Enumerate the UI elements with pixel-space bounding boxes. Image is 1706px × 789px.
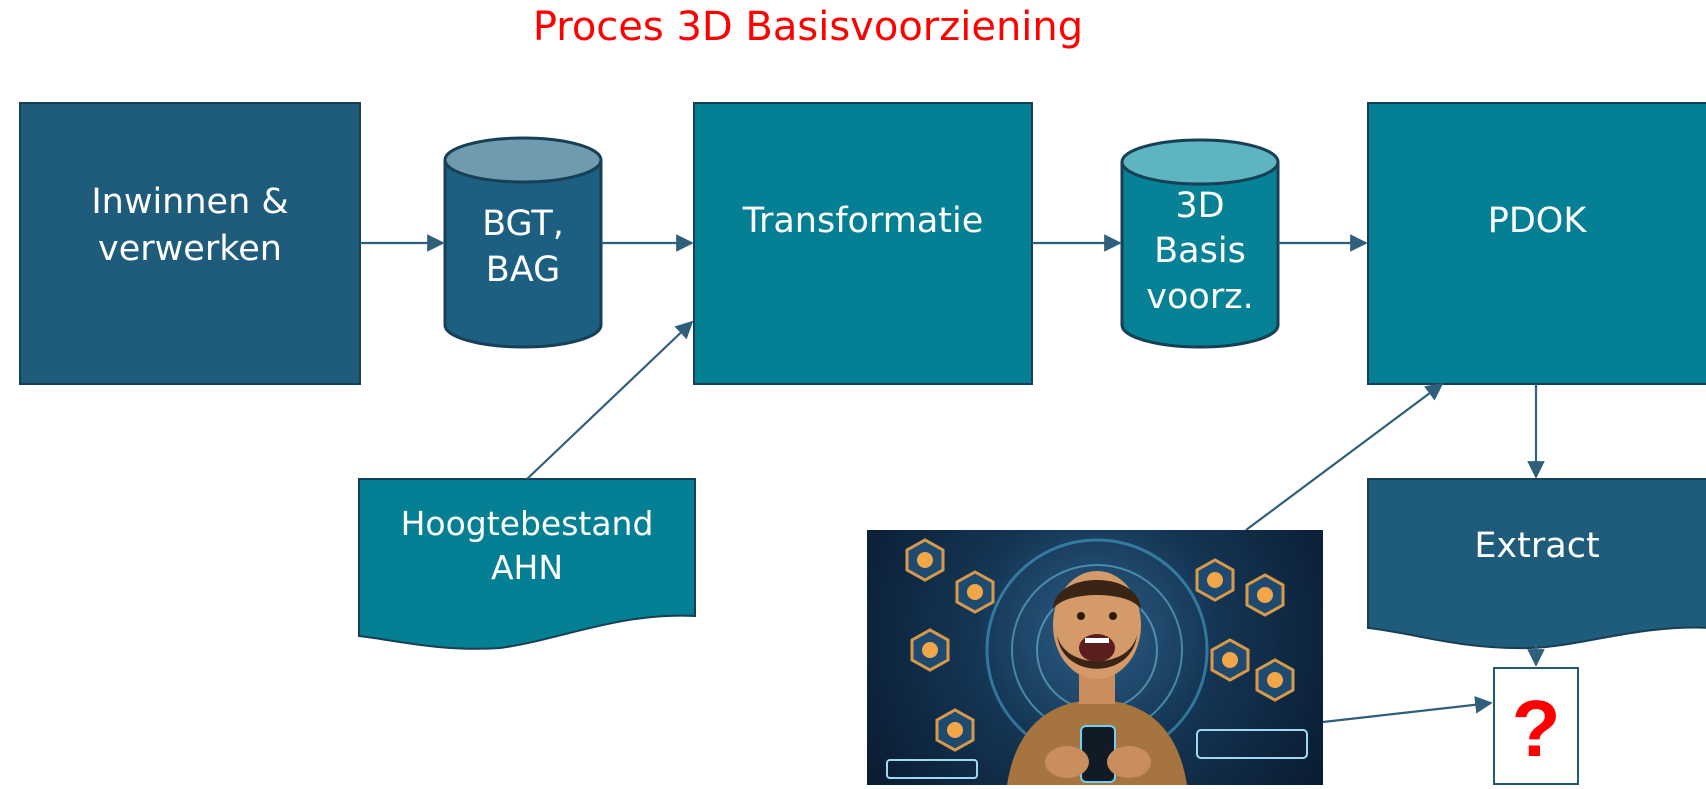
pdok-label: PDOK (1487, 201, 1587, 242)
transformatie-label: Transformatie (742, 201, 984, 242)
page-title: Proces 3D Basisvoorziening (532, 4, 1084, 50)
arrow-user-question (1322, 696, 1493, 724)
arrow-ahn-transformatie (526, 320, 694, 480)
pdok-box (1367, 102, 1706, 385)
basisvoorz-cylinder (1120, 138, 1280, 349)
bgt-bag-label: BGT, BAG (482, 203, 564, 290)
hoogtebestand-document (358, 478, 696, 650)
person-with-smartphone-illustration (867, 530, 1323, 785)
transformatie-box (693, 102, 1033, 385)
inwinnen-label: Inwinnen & verwerken (91, 182, 289, 269)
extract-document (1367, 478, 1706, 650)
extract-label: Extract (1474, 526, 1600, 567)
hoogtebestand-label: Hoogtebestand AHN (400, 504, 654, 587)
inwinnen-box (19, 102, 361, 385)
basisvoorz-label: 3D Basis voorz. (1146, 185, 1254, 317)
arrow-user-pdok (1245, 382, 1444, 531)
question-box: ? (1493, 667, 1579, 785)
bgt-bag-cylinder (443, 136, 603, 349)
